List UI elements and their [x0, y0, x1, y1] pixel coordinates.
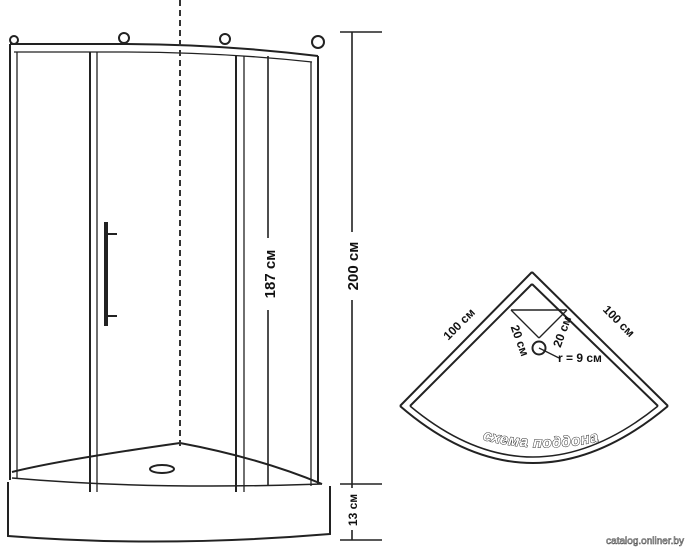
- drain: [149, 464, 175, 474]
- tray-left-side-label: 100 см: [440, 305, 477, 342]
- tray-scheme: [399, 271, 669, 464]
- roller-knob: [311, 35, 325, 49]
- tray-base: [7, 482, 331, 543]
- tray-height-label: 13 см: [346, 494, 360, 526]
- drain-circle: [531, 340, 547, 356]
- shower-cabin-elevation: [7, 32, 331, 543]
- total-height-label: 200 см: [345, 242, 362, 291]
- top-rail-inner: [14, 51, 313, 63]
- tray-scheme-caption: схема поддона: [482, 427, 601, 452]
- tray-right-side-label: 100 см: [600, 302, 637, 339]
- tray-rim: [11, 441, 323, 485]
- top-rail: [10, 43, 319, 57]
- drain-left-offset-label: 20 см: [508, 323, 532, 358]
- door-height-label: 187 см: [262, 250, 279, 299]
- drain-radius-label: r = 9 см: [558, 351, 602, 365]
- roller-knob: [219, 33, 231, 45]
- roller-knob: [118, 32, 130, 44]
- drain-right-offset-label: 20 см: [550, 314, 574, 349]
- watermark: catalog.onliner.by: [606, 536, 684, 547]
- roller-knob: [9, 35, 19, 45]
